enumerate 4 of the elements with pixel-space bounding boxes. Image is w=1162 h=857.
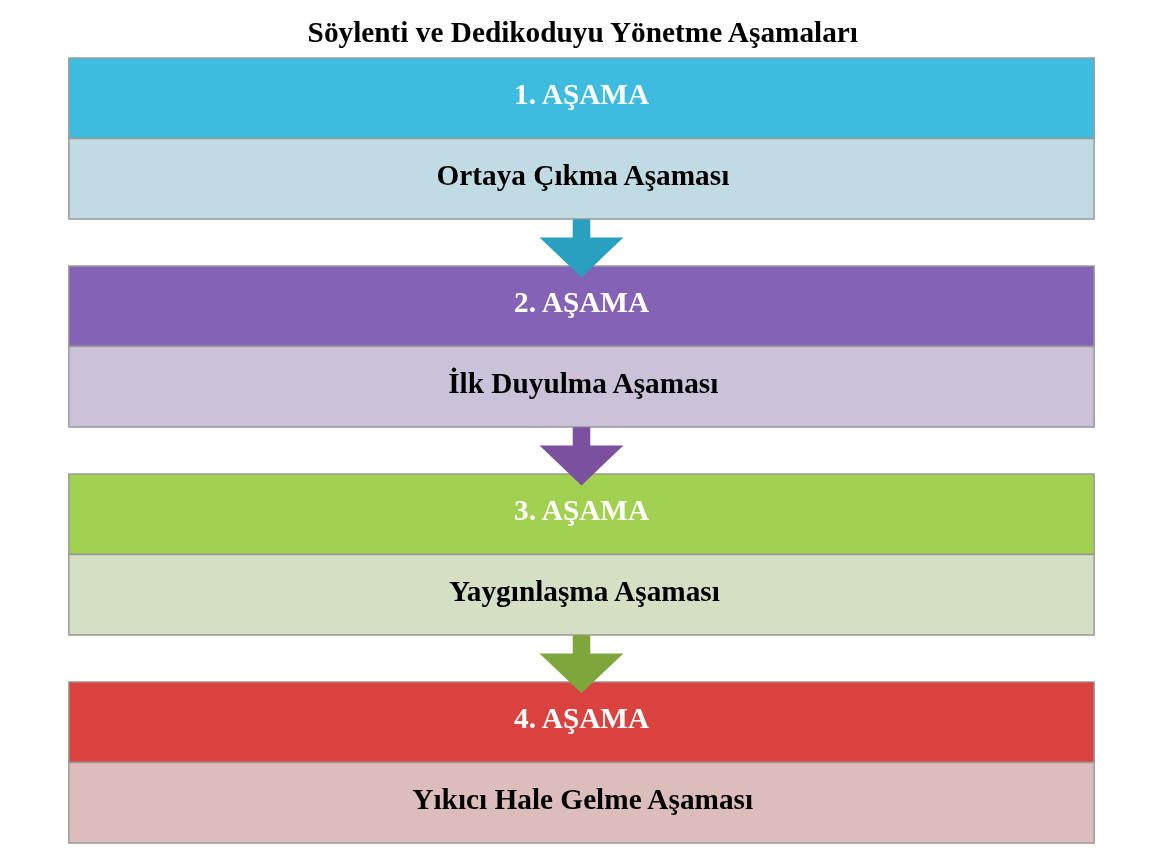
arrow [539, 635, 623, 694]
arrow [539, 427, 623, 486]
arrow [539, 219, 623, 278]
diagram-title: Söylenti ve Dedikoduyu Yönetme Aşamaları [307, 15, 858, 48]
